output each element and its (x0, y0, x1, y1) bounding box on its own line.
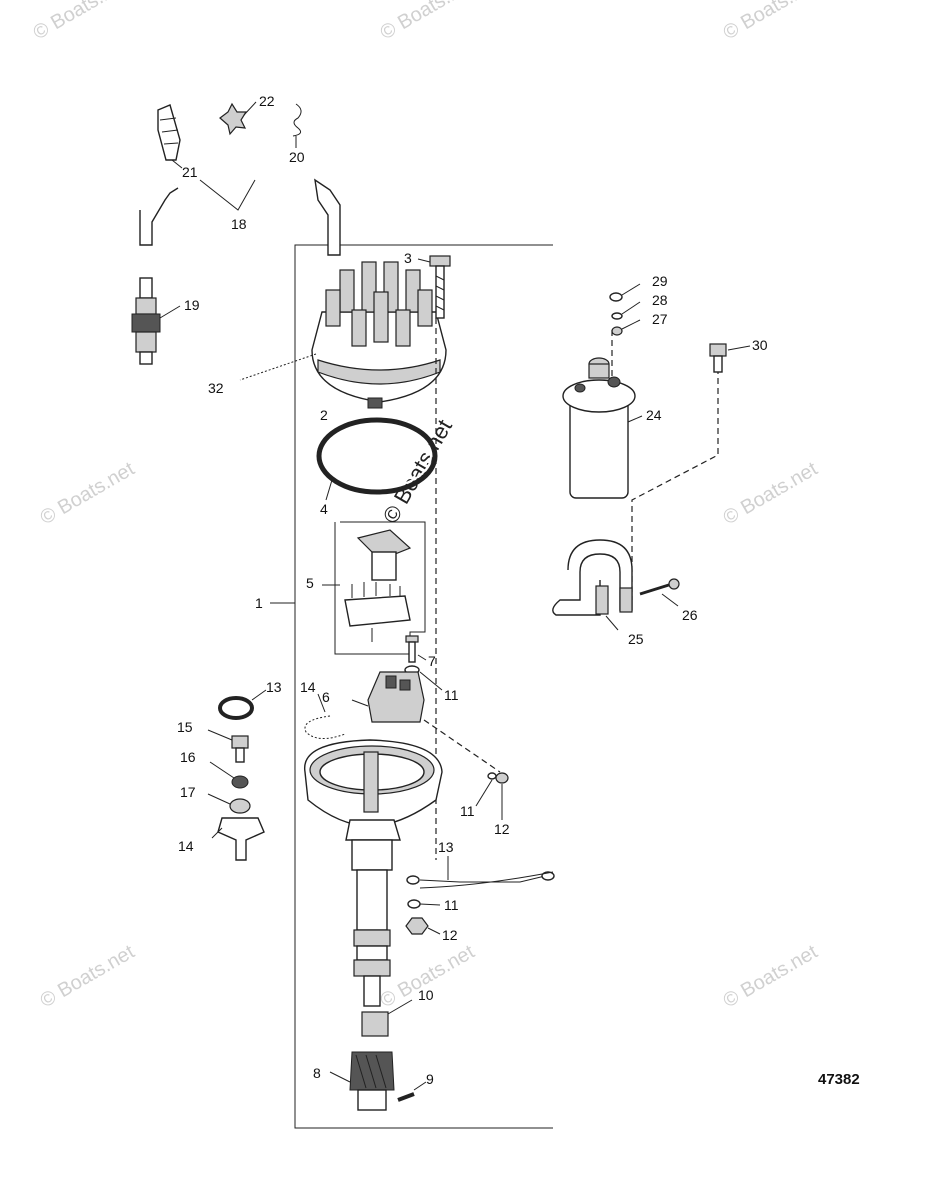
callout-28: 28 (652, 292, 668, 308)
callout-22: 22 (259, 93, 275, 109)
callout-10: 10 (418, 987, 434, 1003)
cap-screw (417, 255, 451, 319)
watermark: © Boats.net (37, 941, 139, 1013)
watermark: © Boats.net (377, 0, 479, 44)
callout-20: 20 (289, 149, 305, 165)
watermark: © Boats.net (37, 458, 139, 530)
callout-21: 21 (182, 164, 198, 180)
callout-17: 17 (180, 784, 196, 800)
callout-5: 5 (306, 575, 314, 591)
distributor-cap (239, 261, 447, 409)
callout-14: 14 (300, 679, 316, 695)
callout-25: 25 (628, 631, 644, 647)
washer (407, 899, 421, 909)
nut (405, 917, 429, 935)
watermark: © Boats.net (720, 941, 822, 1013)
spark-plug-wire (139, 172, 341, 256)
callout-18: 18 (231, 216, 247, 232)
callout-16: 16 (180, 749, 196, 765)
callout-9: 9 (426, 1071, 434, 1087)
spark-plug (131, 277, 181, 365)
ignition-module (351, 671, 425, 723)
callout-2: 2 (320, 407, 328, 423)
callout-4: 4 (320, 501, 328, 517)
callout-7: 7 (428, 653, 436, 669)
plug-boot (157, 104, 183, 169)
guide-line (423, 719, 501, 773)
watermark: © Boats.net (720, 0, 822, 44)
distributor-housing (304, 739, 443, 1007)
callout-14: 14 (178, 838, 194, 854)
bracket-screw (639, 578, 680, 607)
bushing (361, 1011, 389, 1037)
watermark: © Boats.net (720, 458, 822, 530)
guide-line (631, 368, 719, 600)
callout-11: 11 (460, 803, 475, 819)
callout-13: 13 (438, 839, 454, 855)
callout-15: 15 (177, 719, 193, 735)
callout-labels: 1 2 3 4 5 6 7 8 9 10 11 11 11 12 12 13 1… (177, 93, 768, 1087)
callout-13: 13 (266, 679, 282, 695)
callout-1: 1 (255, 595, 263, 611)
wire-retainer (219, 101, 257, 136)
roll-pin (397, 1081, 427, 1102)
wire-clip (292, 103, 302, 148)
cap-gasket (316, 417, 438, 501)
coil-bolt (709, 343, 751, 373)
callout-26: 26 (682, 607, 698, 623)
washer (611, 312, 623, 320)
callout-24: 24 (646, 407, 662, 423)
tach-bracket-group (207, 689, 267, 861)
figure-number: 47382 (818, 1071, 860, 1088)
callout-8: 8 (313, 1065, 321, 1081)
callout-29: 29 (652, 273, 668, 289)
lock-washer (611, 326, 623, 336)
callout-19: 19 (184, 297, 200, 313)
callout-30: 30 (752, 337, 768, 353)
callout-11: 11 (444, 687, 459, 703)
watermark: © Boats.net (30, 0, 132, 44)
nut-washer-right (475, 772, 509, 820)
callout-12: 12 (442, 927, 458, 943)
callout-6: 6 (322, 689, 330, 705)
callout-3: 3 (404, 250, 412, 266)
watermarks: © Boats.net © Boats.net © Boats.net © Bo… (30, 0, 822, 1012)
retaining-ring (304, 715, 346, 739)
coil-bracket (552, 539, 633, 631)
callout-32: 32 (208, 380, 224, 396)
rotor-kit (322, 521, 426, 655)
callout-12: 12 (494, 821, 510, 837)
ground-strap (406, 856, 555, 889)
callout-27: 27 (652, 311, 668, 327)
pickup-screw (405, 635, 427, 663)
ignition-coil (562, 357, 643, 499)
drive-gear (329, 1051, 395, 1111)
nut (609, 292, 623, 302)
callout-11: 11 (444, 897, 459, 913)
assembly-bracket (294, 244, 553, 1129)
